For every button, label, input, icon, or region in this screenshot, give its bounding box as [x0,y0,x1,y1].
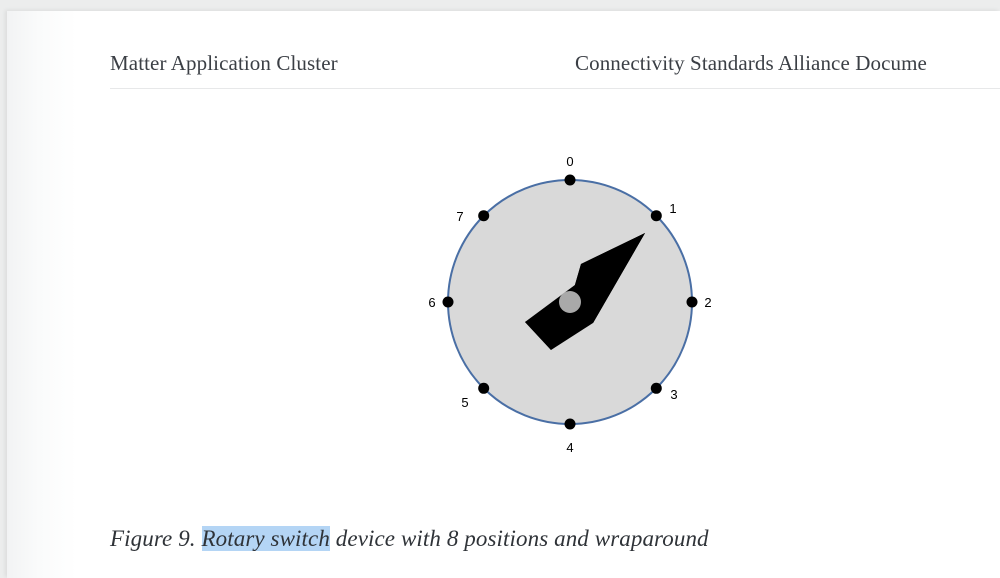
caption-selected-text[interactable]: Rotary switch [201,526,330,551]
document-page [7,11,1000,578]
header-divider-rule [110,88,1000,89]
header-right-title: Connectivity Standards Alliance Docume [575,51,927,75]
figure-caption: Figure 9. Rotary switch device with 8 po… [110,521,709,557]
header-left-title: Matter Application Cluster [110,51,338,75]
running-header: Matter Application Cluster Connectivity … [110,47,1000,88]
caption-suffix: device with 8 positions and wraparound [329,526,709,551]
page-gutter-shade [7,11,77,578]
caption-prefix: Figure 9. [110,526,202,551]
